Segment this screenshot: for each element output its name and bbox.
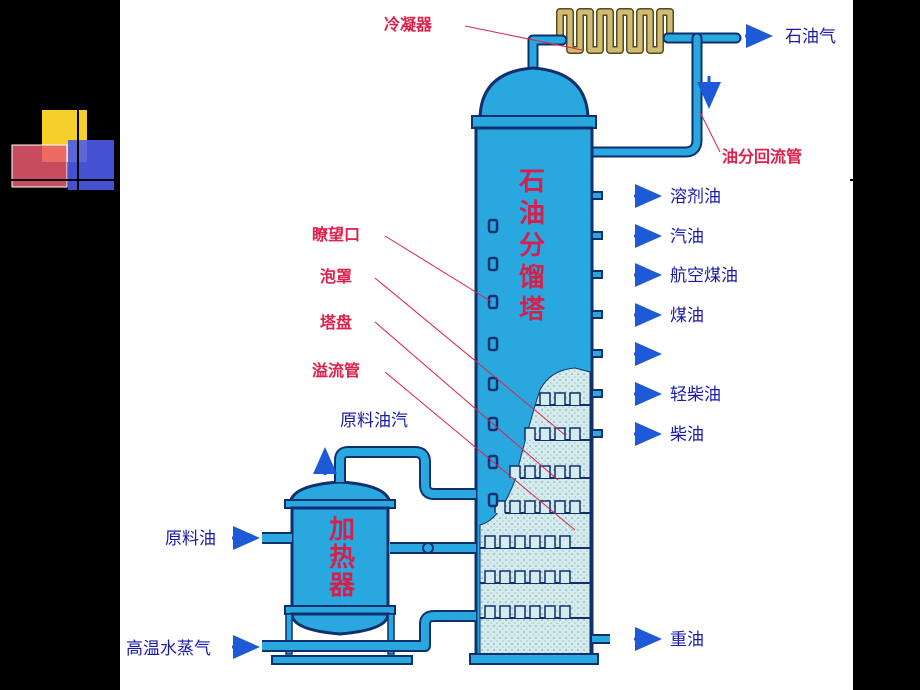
label-bubble-cap: 泡罩 [320,267,352,286]
product-label: 柴油 [670,425,704,445]
label-sight-glass: 瞭望口 [312,225,360,244]
column-dome [478,66,590,122]
heater-title-char: 加 [329,515,355,545]
product-label: 石油气 [785,27,836,47]
callout-labels: 冷凝器 油分回流管 瞭望口 泡罩 塔盘 溢流管 [312,15,802,380]
column-title-char: 油 [519,199,545,229]
product-labels: 石油气 溶剂油 汽油 航空煤油 煤油 轻柴油 柴油 重油 [670,27,836,650]
feed-pipes [262,446,610,652]
column-title-char: 馏 [519,263,545,293]
heater-title-char: 热 [329,543,355,573]
column-title-char: 塔 [519,295,546,325]
label-condenser: 冷凝器 [384,15,433,34]
product-label: 溶剂油 [670,187,721,207]
decor-squares [0,100,120,200]
product-arrows [634,24,773,651]
product-label: 汽油 [670,227,704,247]
label-feed-oil: 原料油 [165,529,216,549]
column-base [469,653,599,665]
product-label: 轻柴油 [670,385,721,405]
callout-lines [374,25,721,531]
label-tray: 塔盘 [320,313,352,332]
column-flange [471,115,597,129]
product-label: 重油 [670,630,704,650]
feed-valve [422,542,434,554]
top-pipes [527,32,742,158]
condenser-coil-fill [557,9,673,53]
column-title-char: 石 [518,167,545,197]
product-label: 煤油 [670,306,704,326]
product-label: 航空煤油 [670,266,738,286]
label-steam: 高温水蒸气 [126,639,211,659]
heater-title-char: 器 [328,571,356,601]
label-reflux-pipe: 油分回流管 [722,147,802,166]
label-feed-vapor: 原料油汽 [340,411,408,431]
column-title: 石 油 分 馏 塔 [518,167,546,325]
input-labels: 原料油汽 原料油 高温水蒸气 [126,411,408,659]
column-title-char: 分 [519,231,545,261]
heater-title: 加 热 器 [328,515,356,601]
bubble-caps [484,392,581,618]
inlet-arrows [232,526,260,659]
label-downcomer: 溢流管 [312,361,360,380]
heater [271,480,413,665]
